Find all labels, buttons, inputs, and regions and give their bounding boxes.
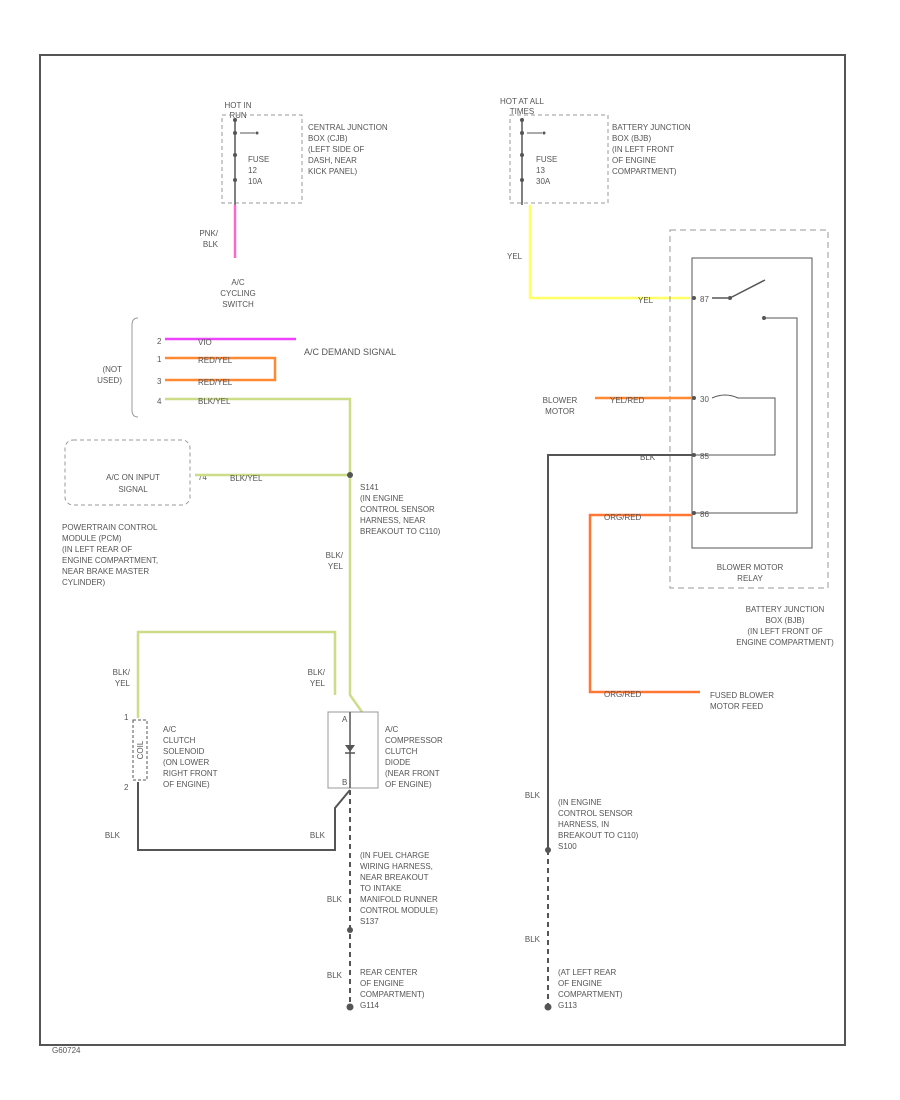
wire-label-blk-s137: BLK xyxy=(327,895,343,904)
wire-label-red-yel-1: RED/YEL xyxy=(198,356,233,365)
wire-red-yel-jumper xyxy=(165,356,277,382)
blower-relay-body xyxy=(691,257,813,549)
svg-text:87: 87 xyxy=(700,295,709,304)
page-frame xyxy=(39,54,846,1046)
wire-label-blk-yel-vertical: BLK/YEL xyxy=(326,551,344,571)
wire-label-blk-s100: BLK xyxy=(525,791,541,800)
wire-blk-relay xyxy=(547,454,692,850)
wire-label-yel-1: YEL xyxy=(507,252,523,261)
wire-label-blk-g114: BLK xyxy=(327,971,343,980)
wire-label-blk-yel-clutch: BLK/YEL xyxy=(113,668,131,688)
wire-label-vio: VIO xyxy=(198,338,212,347)
wire-blk-yel-main xyxy=(165,397,364,713)
pin-3: 3 xyxy=(157,377,162,386)
wire-label-blk-relay: BLK xyxy=(640,453,656,462)
svg-text:2: 2 xyxy=(124,783,129,792)
svg-text:30: 30 xyxy=(700,395,709,404)
svg-text:B: B xyxy=(342,778,347,787)
figure-id: G60724 xyxy=(52,1046,81,1055)
ground-g114-dot xyxy=(346,1003,354,1011)
bjb-dashed-box xyxy=(509,114,609,204)
wire-label-blk-clutch: BLK xyxy=(105,831,121,840)
wire-yel xyxy=(528,205,690,300)
connector-bracket xyxy=(131,317,139,418)
wire-blk-clutch xyxy=(137,782,351,851)
blower-relay-internals: 87 30 85 86 xyxy=(692,279,798,519)
pin-1: 1 xyxy=(157,355,162,364)
wire-label-blk-yel-diode: BLK/YEL xyxy=(308,668,326,688)
blower-relay-outer-dashed xyxy=(669,229,829,589)
wire-label-blk-g113: BLK xyxy=(525,935,541,944)
wire-label-blk-yel-pin4: BLK/YEL xyxy=(198,397,231,406)
wire-label-red-yel-2: RED/YEL xyxy=(198,378,233,387)
svg-text:86: 86 xyxy=(700,510,709,519)
coil-label: COIL xyxy=(136,740,145,759)
ac-demand-signal: A/C DEMAND SIGNAL xyxy=(304,347,396,357)
wire-label-org-red-1: ORG/RED xyxy=(604,513,642,522)
svg-text:1: 1 xyxy=(124,713,129,722)
wire-label-pnk-blk: PNK/BLK xyxy=(199,229,218,249)
wire-label-yel-2: YEL xyxy=(638,296,654,305)
wire-blk-yel-clutch xyxy=(136,630,337,718)
svg-text:85: 85 xyxy=(700,452,709,461)
wire-label-yel-red: YEL/RED xyxy=(610,396,644,405)
pin-4: 4 xyxy=(157,397,162,406)
splice-s137-dot xyxy=(347,927,353,933)
pin-2: 2 xyxy=(157,337,162,346)
wire-label-blk-yel-pcm: BLK/YEL xyxy=(230,474,263,483)
wire-label-org-red-2: ORG/RED xyxy=(604,690,642,699)
wire-org-red xyxy=(588,513,700,694)
svg-text:A: A xyxy=(342,715,348,724)
splice-s141-dot xyxy=(347,472,353,478)
pin-74: 74 xyxy=(198,473,207,482)
wire-label-blk-diode: BLK xyxy=(310,831,326,840)
ground-g113-dot xyxy=(544,1003,552,1011)
